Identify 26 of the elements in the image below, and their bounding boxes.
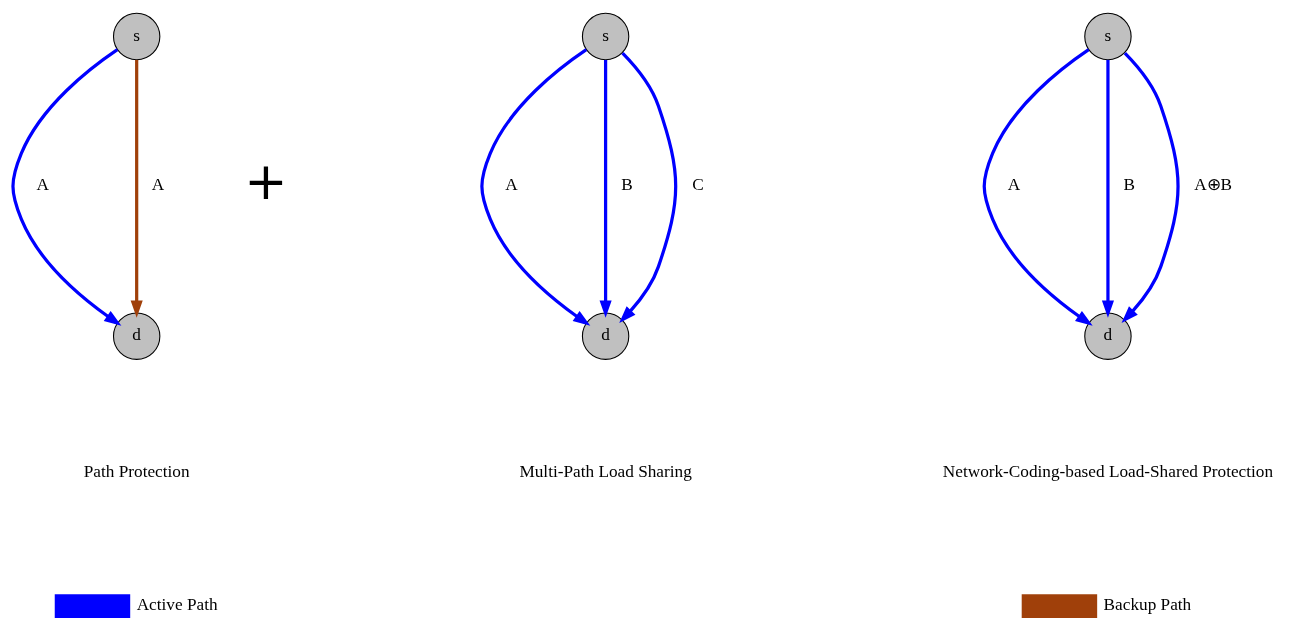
node-circle: d — [581, 311, 630, 360]
edge-label: A — [36, 174, 49, 194]
node-circle: d — [1084, 311, 1132, 360]
arrow — [1101, 59, 1114, 318]
edge-label: A⊕B — [1194, 174, 1233, 194]
legend-label: Active Path — [136, 594, 218, 614]
arrow — [480, 47, 591, 326]
arrow — [982, 47, 1093, 326]
edge-label: A — [505, 174, 518, 194]
node-circle: d — [112, 311, 161, 360]
edge-label: C — [692, 174, 704, 194]
node-circle: s — [112, 12, 161, 60]
arrow — [11, 47, 122, 326]
arrow — [599, 59, 612, 318]
edge-label: A — [1007, 174, 1021, 194]
label: + — [244, 150, 288, 211]
label: Network-Coding-based Load-Shared Protection — [942, 461, 1274, 481]
edge-label: B — [621, 174, 633, 194]
edge-label: A — [151, 174, 165, 194]
arrow — [130, 59, 143, 318]
label: Multi-Path Load Sharing — [519, 461, 692, 481]
node-circle: s — [581, 12, 630, 60]
edge-label: B — [1123, 174, 1136, 194]
legend-label: Backup Path — [1103, 594, 1192, 614]
node-circle: s — [1084, 12, 1132, 60]
label: Path Protection — [83, 461, 190, 481]
